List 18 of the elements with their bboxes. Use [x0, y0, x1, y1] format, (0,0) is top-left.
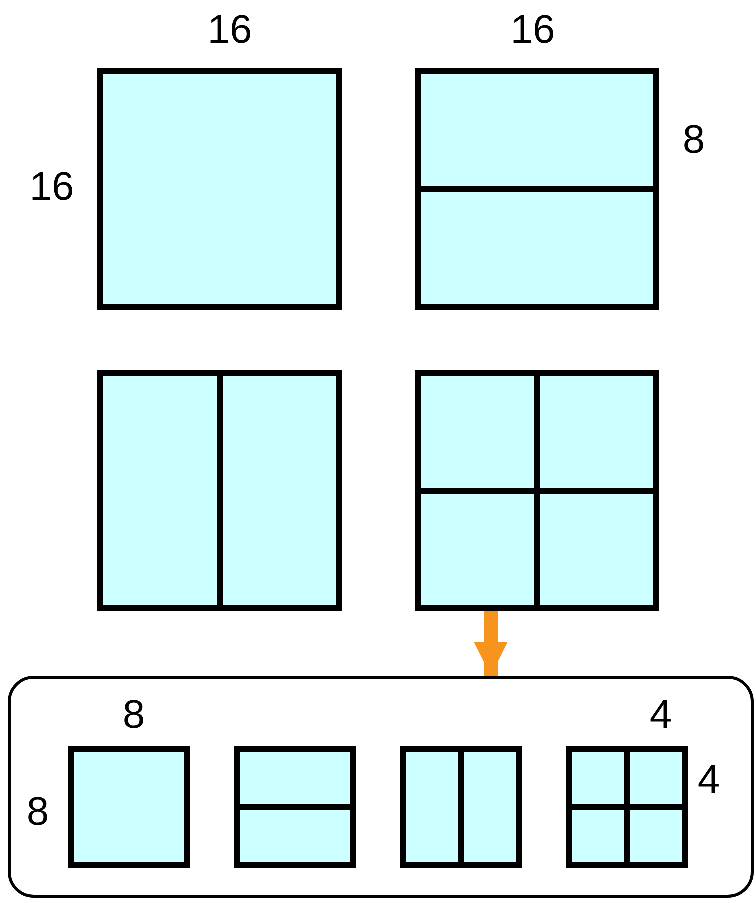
square-block	[566, 746, 688, 868]
arrow	[474, 611, 508, 676]
square-block	[97, 370, 342, 611]
dimension-label: 4	[698, 760, 720, 800]
square-block	[400, 746, 522, 868]
dimension-label: 8	[26, 792, 50, 832]
dimension-label: 8	[682, 120, 706, 160]
dimension-label: 8	[122, 695, 146, 735]
rounded-panel	[8, 676, 754, 898]
square-block	[415, 370, 659, 611]
square-block	[234, 746, 356, 868]
dimension-label: 16	[30, 167, 74, 207]
square-block	[415, 68, 659, 310]
square-block	[97, 68, 342, 310]
dimension-label: 4	[650, 695, 672, 735]
dimension-label: 16	[208, 10, 252, 50]
square-block	[68, 746, 190, 868]
dimension-label: 16	[510, 10, 556, 50]
